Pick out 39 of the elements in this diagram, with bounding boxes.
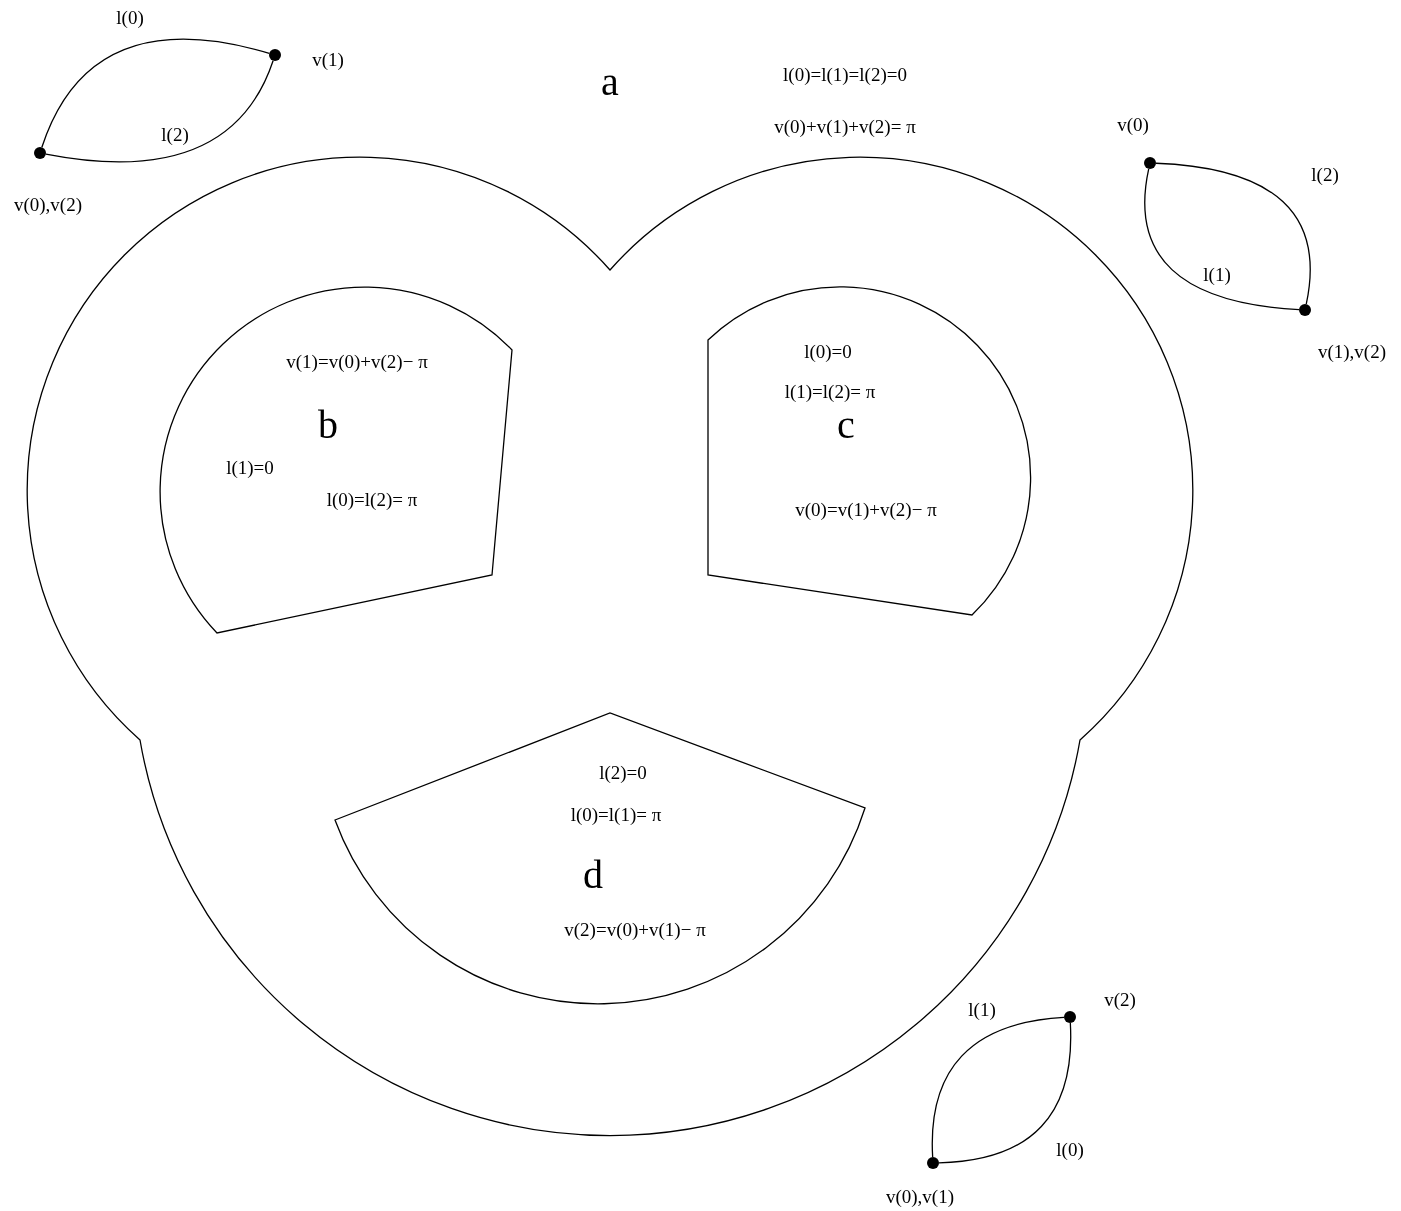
equation-text: v(2)=v(0)+v(1)− π	[564, 919, 706, 941]
equation-text: l(0)=l(1)= π	[570, 804, 662, 826]
edge-arc	[45, 60, 274, 163]
edge-label: l(1)	[1203, 264, 1231, 286]
edge-label: l(0)	[116, 7, 144, 29]
edge-label: l(2)	[1311, 164, 1339, 186]
vertex-label: v(1)	[312, 49, 344, 71]
vertex-label: v(1),v(2)	[1317, 341, 1387, 363]
region-letter: c	[837, 403, 855, 447]
vertex-dot	[1144, 157, 1156, 169]
vertex-dot	[34, 147, 46, 159]
vertex-label: v(0),v(2)	[13, 194, 83, 216]
vertex-dot	[269, 49, 281, 61]
edge-label: l(2)	[161, 124, 189, 146]
edge-label: l(0)	[1056, 1139, 1084, 1161]
equation-text: l(0)=l(2)= π	[326, 489, 418, 511]
equation-text: v(0)=v(1)+v(2)− π	[795, 499, 937, 521]
equation-text: l(0)=l(1)=l(2)=0	[783, 64, 907, 86]
equation-text: l(2)=0	[599, 762, 647, 784]
vertex-label: v(2)	[1104, 989, 1136, 1011]
vertex-dot	[1064, 1011, 1076, 1023]
equation-text: l(1)=l(2)= π	[784, 381, 876, 403]
vertex-dot	[927, 1157, 939, 1169]
region-letter: b	[318, 403, 338, 447]
vertex-label: v(0),v(1)	[885, 1186, 955, 1208]
edge-arc	[1144, 168, 1300, 311]
region-letter: d	[583, 853, 603, 897]
equation-text: v(0)+v(1)+v(2)= π	[774, 116, 916, 138]
edge-arc	[41, 38, 270, 148]
equation-text: l(1)=0	[226, 457, 274, 479]
equation-text: v(1)=v(0)+v(2)− π	[286, 351, 428, 373]
vertex-dot	[1299, 304, 1311, 316]
edge-arc	[931, 1016, 1065, 1158]
vertex-label: v(0)	[1117, 114, 1149, 136]
edge-arc	[1155, 162, 1311, 305]
edge-arc	[938, 1022, 1072, 1164]
region-letter: a	[601, 60, 619, 104]
edge-label: l(1)	[968, 999, 996, 1021]
equation-text: l(0)=0	[804, 341, 852, 363]
